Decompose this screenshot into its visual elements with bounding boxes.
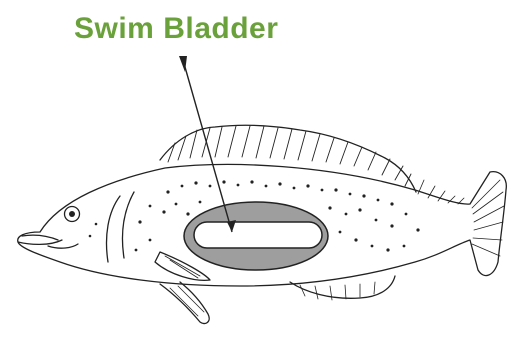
- fish-mouth: [18, 240, 62, 244]
- swim-bladder: [184, 202, 328, 270]
- dorsal-fin-spiny: [160, 125, 416, 192]
- caudal-fin-rays: [472, 180, 504, 256]
- gill-cover: [107, 196, 121, 262]
- soft-dorsal-rays: [418, 180, 464, 204]
- anal-fin: [290, 276, 395, 298]
